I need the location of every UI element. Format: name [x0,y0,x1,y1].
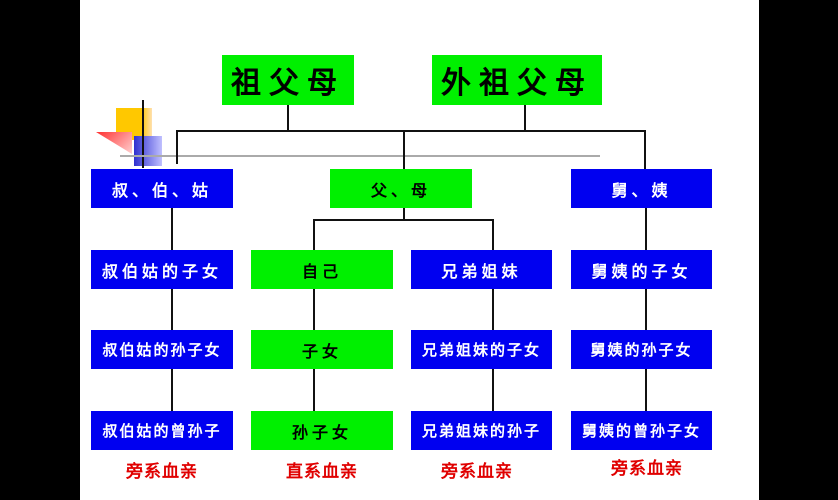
label-collateral: 旁系血亲 [441,462,513,482]
node-paternal-grandparents: 祖父母 [222,55,354,105]
node-cousins-grandchildren-maternal: 舅姨的曾孙子女 [571,411,712,450]
node-uncles-aunts-paternal: 叔、伯、姑 [91,169,233,208]
label-lineal: 直系血亲 [286,462,358,482]
connector [492,219,494,250]
node-grandchildren: 孙子女 [251,411,393,450]
connector-horizontal [313,219,493,221]
node-cousins-grandchildren-paternal: 叔伯姑的曾孙子 [91,411,233,450]
label-collateral: 旁系血亲 [126,462,198,482]
connector-horizontal [176,130,646,132]
node-parents: 父、母 [330,169,472,208]
connector [644,131,646,169]
connector [171,208,173,411]
node-siblings-grandchildren: 兄弟姐妹的孙子 [411,411,552,450]
decorative-squares-icon [96,100,166,168]
label-collateral: 旁系血亲 [611,459,683,479]
connector [176,130,178,164]
node-cousins-children-paternal: 叔伯姑的孙子女 [91,330,233,369]
node-children: 子女 [251,330,393,369]
connector [524,105,526,131]
connector [313,219,315,250]
divider-line [120,155,600,157]
node-maternal-grandparents: 外祖父母 [432,55,602,105]
connector [403,131,405,169]
node-cousins-maternal: 舅姨的子女 [571,250,712,289]
node-cousins-children-maternal: 舅姨的孙子女 [571,330,712,369]
node-siblings-children: 兄弟姐妹的子女 [411,330,552,369]
node-cousins-paternal: 叔伯姑的子女 [91,250,233,289]
node-siblings: 兄弟姐妹 [411,250,552,289]
connector [287,105,289,131]
connector [645,208,647,411]
connector [403,208,405,220]
node-self: 自己 [251,250,393,289]
node-uncles-aunts-maternal: 舅、姨 [571,169,712,208]
